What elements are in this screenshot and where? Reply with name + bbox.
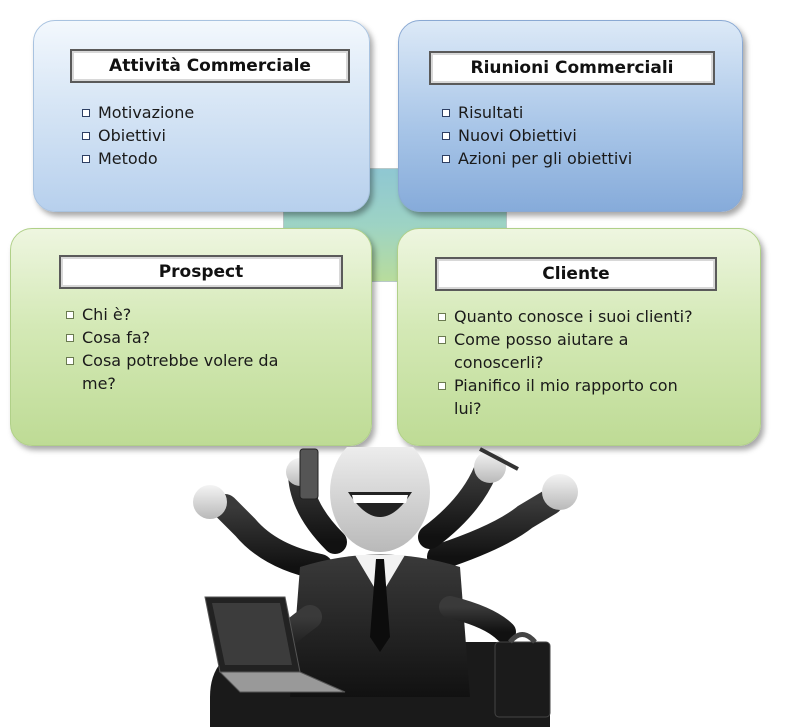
list-item: Cosa fa? xyxy=(66,326,326,349)
list-item: Motivazione xyxy=(82,101,194,124)
bullet-list: Chi è? Cosa fa? Cosa potrebbe volere da … xyxy=(66,303,326,395)
list-item: Chi è? xyxy=(66,303,326,326)
panel-title: Attività Commerciale xyxy=(70,49,350,83)
square-bullet-icon xyxy=(438,382,446,390)
list-item: Quanto conosce i suoi clienti? xyxy=(438,305,748,328)
square-bullet-icon xyxy=(82,155,90,163)
square-bullet-icon xyxy=(438,313,446,321)
arm-right-upper xyxy=(427,489,563,570)
list-item: Cosa potrebbe volere da me? xyxy=(66,349,302,395)
arm-left-upper xyxy=(212,494,333,580)
list-item: Risultati xyxy=(442,101,632,124)
arm-briefcase xyxy=(439,596,516,643)
list-item: Azioni per gli obiettivi xyxy=(442,147,632,170)
square-bullet-icon xyxy=(442,155,450,163)
tie xyxy=(370,559,390,652)
square-bullet-icon xyxy=(442,109,450,117)
panel-title: Cliente xyxy=(435,257,717,291)
panel-riunioni-commerciali: Riunioni Commerciali Risultati Nuovi Obi… xyxy=(398,20,743,212)
square-bullet-icon xyxy=(66,357,74,365)
teeth xyxy=(352,495,408,503)
square-bullet-icon xyxy=(442,132,450,140)
square-bullet-icon xyxy=(66,311,74,319)
bullet-list: Risultati Nuovi Obiettivi Azioni per gli… xyxy=(442,101,632,170)
bullet-list: Motivazione Obiettivi Metodo xyxy=(82,101,194,170)
pen-icon xyxy=(479,447,519,471)
square-bullet-icon xyxy=(82,109,90,117)
panel-attivita-commerciale: Attività Commerciale Motivazione Obietti… xyxy=(33,20,370,212)
square-bullet-icon xyxy=(66,334,74,342)
briefcase-icon xyxy=(494,641,551,718)
list-item: Obiettivi xyxy=(82,124,194,147)
arm-right-pen xyxy=(418,460,497,549)
square-bullet-icon xyxy=(438,336,446,344)
panel-title: Riunioni Commerciali xyxy=(429,51,715,85)
list-item: Pianifico il mio rapporto con lui? xyxy=(438,374,694,420)
multitasking-businessman-illustration xyxy=(193,447,578,727)
panel-cliente: Cliente Quanto conosce i suoi clienti? C… xyxy=(397,228,761,446)
phone-icon xyxy=(299,448,319,500)
list-item: Metodo xyxy=(82,147,194,170)
square-bullet-icon xyxy=(82,132,90,140)
hand-icon xyxy=(193,485,227,519)
bullet-list: Quanto conosce i suoi clienti? Come poss… xyxy=(438,305,748,420)
panel-prospect: Prospect Chi è? Cosa fa? Cosa potrebbe v… xyxy=(10,228,372,446)
panel-title: Prospect xyxy=(59,255,343,289)
list-item: Nuovi Obiettivi xyxy=(442,124,632,147)
hand-icon xyxy=(542,474,578,510)
list-item: Come posso aiutare a conoscerli? xyxy=(438,328,684,374)
